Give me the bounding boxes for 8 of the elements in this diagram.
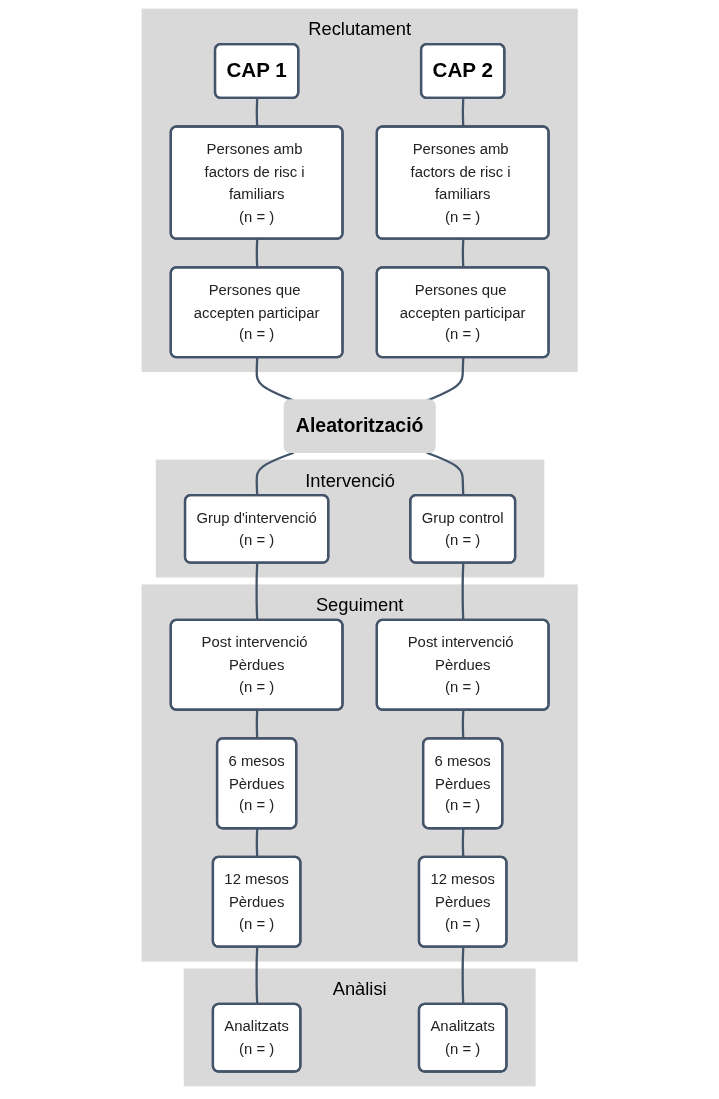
connector: [461, 710, 465, 739]
connector: [255, 239, 259, 268]
connector: [426, 357, 465, 402]
connector: [255, 451, 294, 496]
connector: [461, 239, 465, 268]
connector: [426, 451, 465, 496]
connector: [255, 357, 294, 402]
connector: [255, 710, 259, 739]
